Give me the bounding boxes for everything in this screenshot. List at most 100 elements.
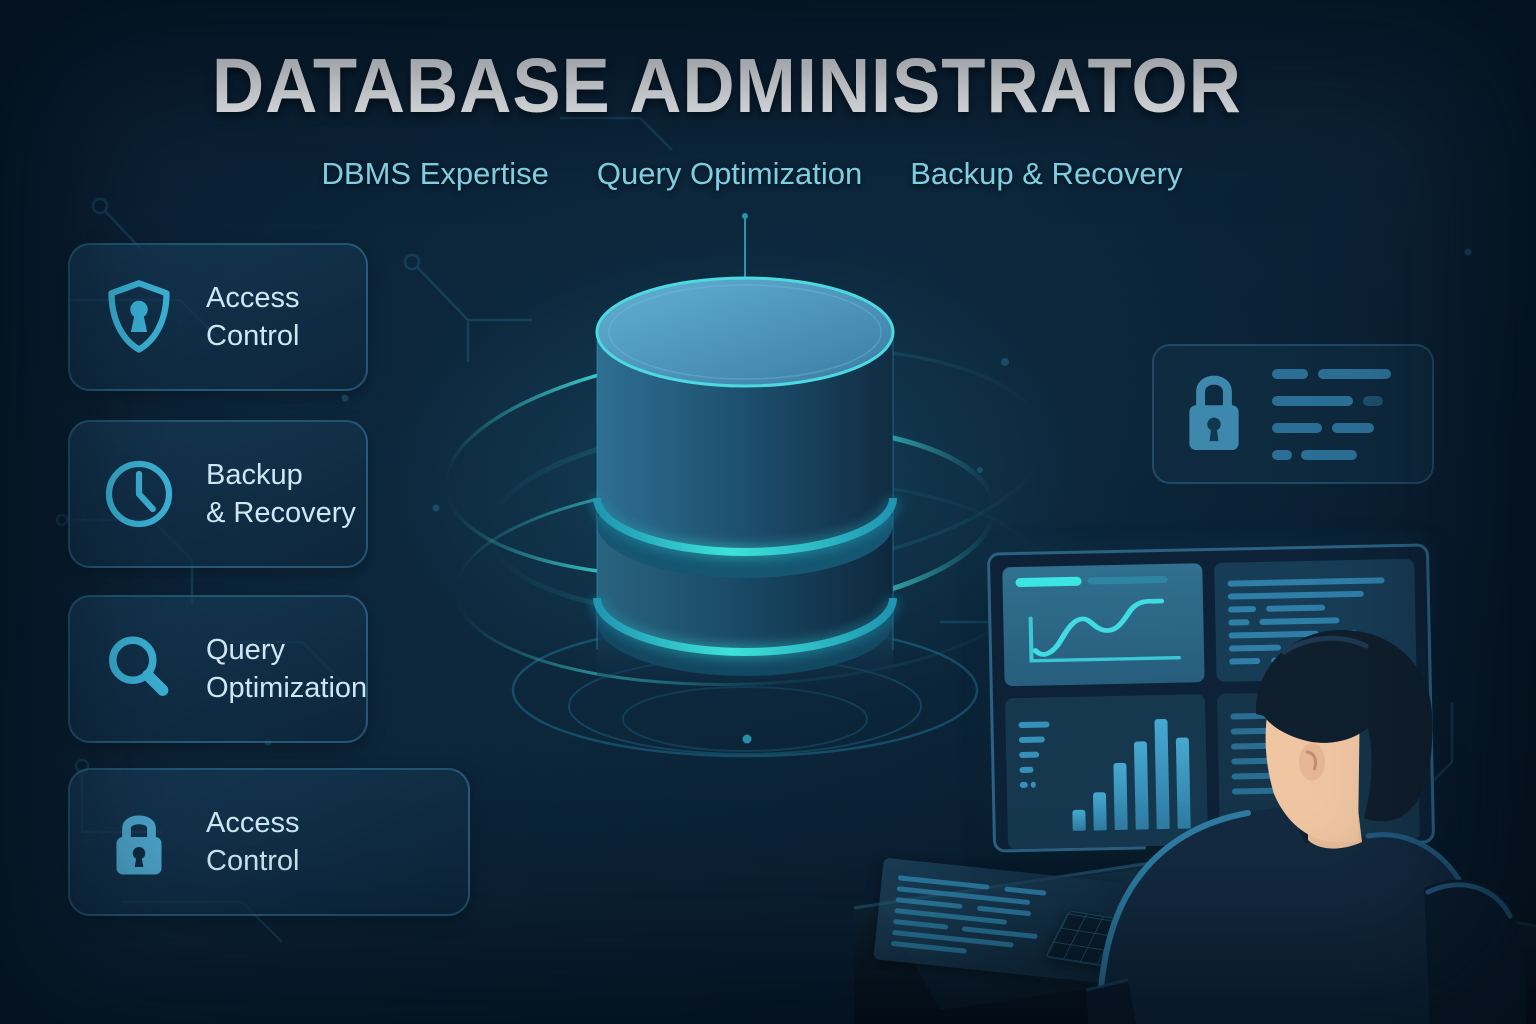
redacted-line bbox=[1329, 629, 1358, 637]
line-chart bbox=[1028, 598, 1181, 663]
skill-card-access-control: Access Control bbox=[68, 243, 368, 391]
redacted-line bbox=[1018, 721, 1050, 728]
subtitle-dbms: DBMS Expertise bbox=[321, 156, 549, 191]
database-cylinder-illustration bbox=[589, 276, 901, 726]
redacted-line bbox=[1230, 712, 1290, 720]
padlock-icon bbox=[96, 802, 182, 882]
redacted-line bbox=[1004, 886, 1047, 896]
redacted-line bbox=[1019, 751, 1039, 758]
bar bbox=[1154, 719, 1170, 830]
redacted-line bbox=[1019, 781, 1029, 788]
padlock-icon bbox=[1178, 365, 1250, 464]
chair-edge-left bbox=[1086, 980, 1136, 1024]
subtitle-query: Query Optimization bbox=[596, 156, 863, 191]
redacted-line bbox=[962, 926, 1038, 940]
panel-title-bar bbox=[1015, 576, 1082, 588]
redacted-line bbox=[1272, 368, 1309, 379]
redacted-line bbox=[1332, 422, 1375, 433]
redacted-line bbox=[1301, 449, 1358, 460]
redacted-line-row bbox=[1272, 395, 1412, 406]
redacted-line bbox=[1318, 368, 1391, 379]
skill-card-access-control-2: Access Control bbox=[68, 768, 470, 916]
ground-rings bbox=[511, 622, 979, 758]
antenna-line bbox=[742, 213, 748, 298]
bar-panel-labels bbox=[1018, 708, 1059, 838]
redacted-line-row bbox=[1019, 766, 1057, 773]
skill-card-label: Query Optimization bbox=[206, 634, 368, 704]
redacted-line bbox=[1231, 757, 1298, 765]
redacted-line-row bbox=[1019, 781, 1058, 788]
redacted-line bbox=[1019, 766, 1034, 773]
chart-axis bbox=[1028, 616, 1181, 663]
skill-card-backup-recovery: Backup & Recovery bbox=[68, 420, 368, 568]
bar bbox=[1092, 792, 1107, 831]
redacted-text-block bbox=[1272, 352, 1412, 477]
redacted-line-row bbox=[1231, 785, 1406, 795]
skill-card-label: Access Control bbox=[206, 282, 300, 352]
redacted-line bbox=[1266, 604, 1326, 612]
redacted-line-row bbox=[1231, 770, 1406, 780]
redacted-line-row bbox=[1018, 721, 1056, 728]
bar bbox=[1113, 763, 1128, 831]
page-title: DATABASE ADMINISTRATOR bbox=[212, 43, 1242, 129]
dashboard-monitor bbox=[986, 543, 1436, 853]
monitor-screen bbox=[1002, 558, 1421, 850]
redacted-line bbox=[1227, 590, 1364, 600]
redacted-line bbox=[1272, 395, 1354, 406]
redacted-line-row bbox=[1231, 755, 1405, 765]
redacted-line bbox=[893, 918, 948, 930]
shield-keyhole-icon bbox=[96, 277, 182, 357]
clock-icon bbox=[96, 454, 182, 534]
skill-card-label: Access Control bbox=[206, 807, 300, 877]
chair-back bbox=[1424, 879, 1526, 1024]
orbit-rings bbox=[444, 345, 1046, 686]
redacted-line-row bbox=[1272, 368, 1412, 379]
redacted-line-row bbox=[1228, 629, 1403, 639]
bar bbox=[1175, 737, 1191, 829]
status-text-panel bbox=[1216, 689, 1421, 845]
redacted-line bbox=[1231, 787, 1292, 795]
redacted-line-row bbox=[1230, 740, 1405, 750]
chart-line bbox=[1032, 598, 1165, 657]
redacted-line bbox=[1231, 772, 1274, 780]
redacted-line-row bbox=[1230, 710, 1404, 720]
redacted-line bbox=[890, 940, 967, 954]
redacted-line bbox=[1272, 449, 1292, 460]
redacted-line-row bbox=[1227, 590, 1402, 600]
bar-chart-panel bbox=[1004, 693, 1209, 850]
monitor-stand bbox=[1138, 846, 1188, 904]
log-text-panel bbox=[1214, 558, 1417, 682]
redacted-line bbox=[1228, 644, 1282, 652]
bar bbox=[1133, 741, 1149, 830]
redacted-line-row bbox=[1272, 449, 1412, 460]
skill-card-label: Backup & Recovery bbox=[206, 459, 356, 529]
redacted-line bbox=[1270, 656, 1317, 664]
redacted-line bbox=[895, 897, 963, 910]
redacted-line bbox=[1018, 736, 1045, 743]
redacted-line bbox=[1229, 657, 1261, 665]
redacted-line bbox=[1228, 630, 1320, 639]
redacted-line-row bbox=[1019, 751, 1057, 758]
redacted-line bbox=[1230, 742, 1280, 750]
redacted-line bbox=[1259, 617, 1340, 625]
bar-chart bbox=[1066, 705, 1195, 837]
redacted-line-row bbox=[1272, 422, 1412, 433]
redacted-line-row bbox=[1229, 655, 1403, 665]
redacted-line-row bbox=[1227, 577, 1402, 587]
redacted-line bbox=[1362, 395, 1383, 406]
magnifying-glass-icon bbox=[96, 629, 182, 709]
line-chart-panel bbox=[1002, 563, 1205, 687]
skill-card-query-optimization: Query Optimization bbox=[68, 595, 368, 743]
redacted-line bbox=[976, 905, 1032, 917]
bar bbox=[1072, 809, 1086, 831]
security-info-card bbox=[1152, 344, 1434, 484]
redacted-line-row bbox=[1230, 725, 1405, 735]
redacted-line bbox=[1031, 781, 1036, 788]
redacted-line-row bbox=[1228, 603, 1402, 613]
header: DATABASE ADMINISTRATOR bbox=[0, 42, 1454, 131]
redacted-line-row bbox=[1228, 642, 1403, 652]
redacted-line bbox=[1230, 726, 1308, 735]
redacted-line bbox=[1227, 577, 1385, 587]
redacted-line bbox=[1228, 619, 1250, 626]
redacted-line bbox=[1228, 606, 1257, 613]
